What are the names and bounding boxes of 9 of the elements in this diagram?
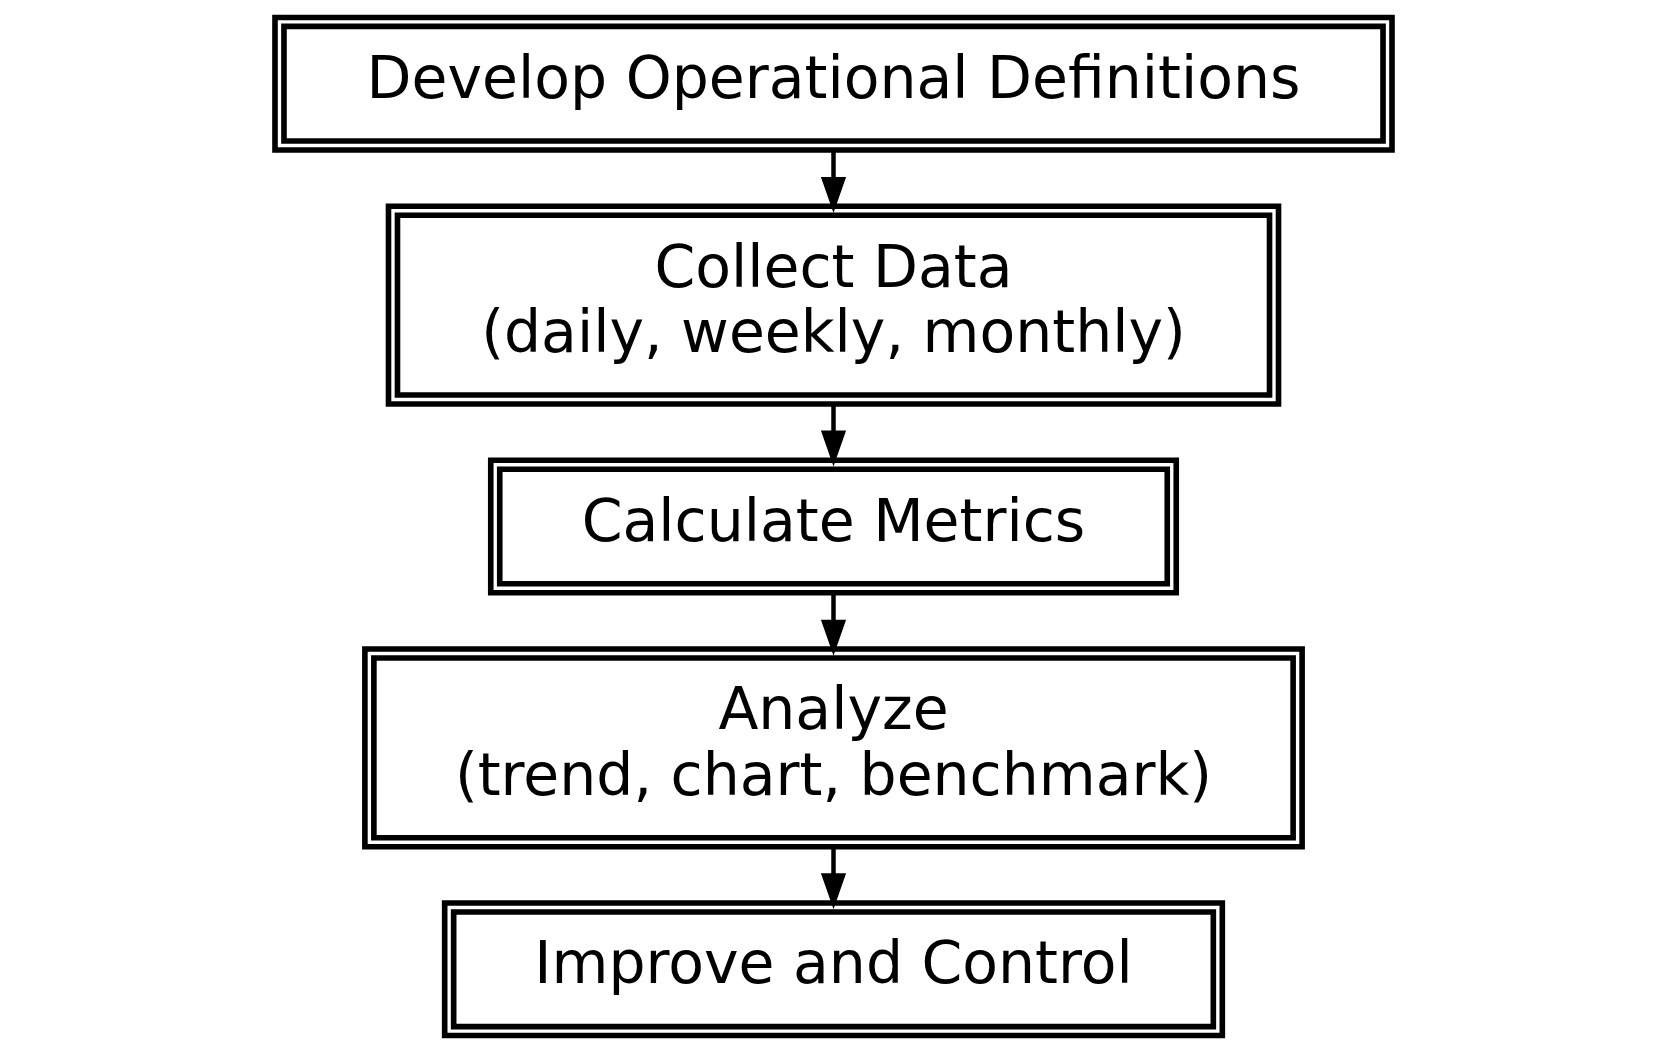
node-box: Calculate Metrics [487, 457, 1180, 596]
arrow [820, 404, 847, 467]
arrow [820, 150, 847, 213]
arrow [820, 593, 847, 656]
arrow [820, 847, 847, 910]
node-box: Develop Operational Definitions [272, 14, 1395, 153]
node-box: Analyze (trend, chart, benchmark) [362, 646, 1305, 850]
node-box: Improve and Control [441, 900, 1226, 1039]
node-box: Collect Data (daily, weekly, monthly) [385, 203, 1282, 407]
